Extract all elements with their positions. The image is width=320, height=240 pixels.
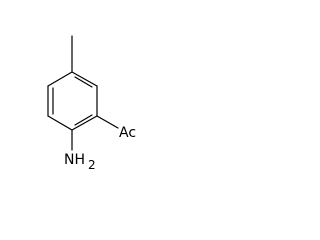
bond-c5-c6	[47, 115, 73, 131]
molecule-svg: Ac NH 2	[47, 35, 136, 172]
double-bond-inner-bottom	[74, 114, 93, 126]
structure-diagram: Ac NH 2	[0, 0, 153, 203]
bond-acetyl	[96, 115, 119, 129]
bond-c4-c5	[71, 115, 98, 131]
bond-c2-c3	[71, 71, 98, 87]
double-bond-inner-top	[74, 76, 93, 88]
amino-subscript: 2	[88, 158, 96, 172]
acetyl-label: Ac	[119, 125, 136, 141]
amino-label: NH	[64, 152, 85, 168]
bond-c1-c2	[47, 71, 73, 87]
